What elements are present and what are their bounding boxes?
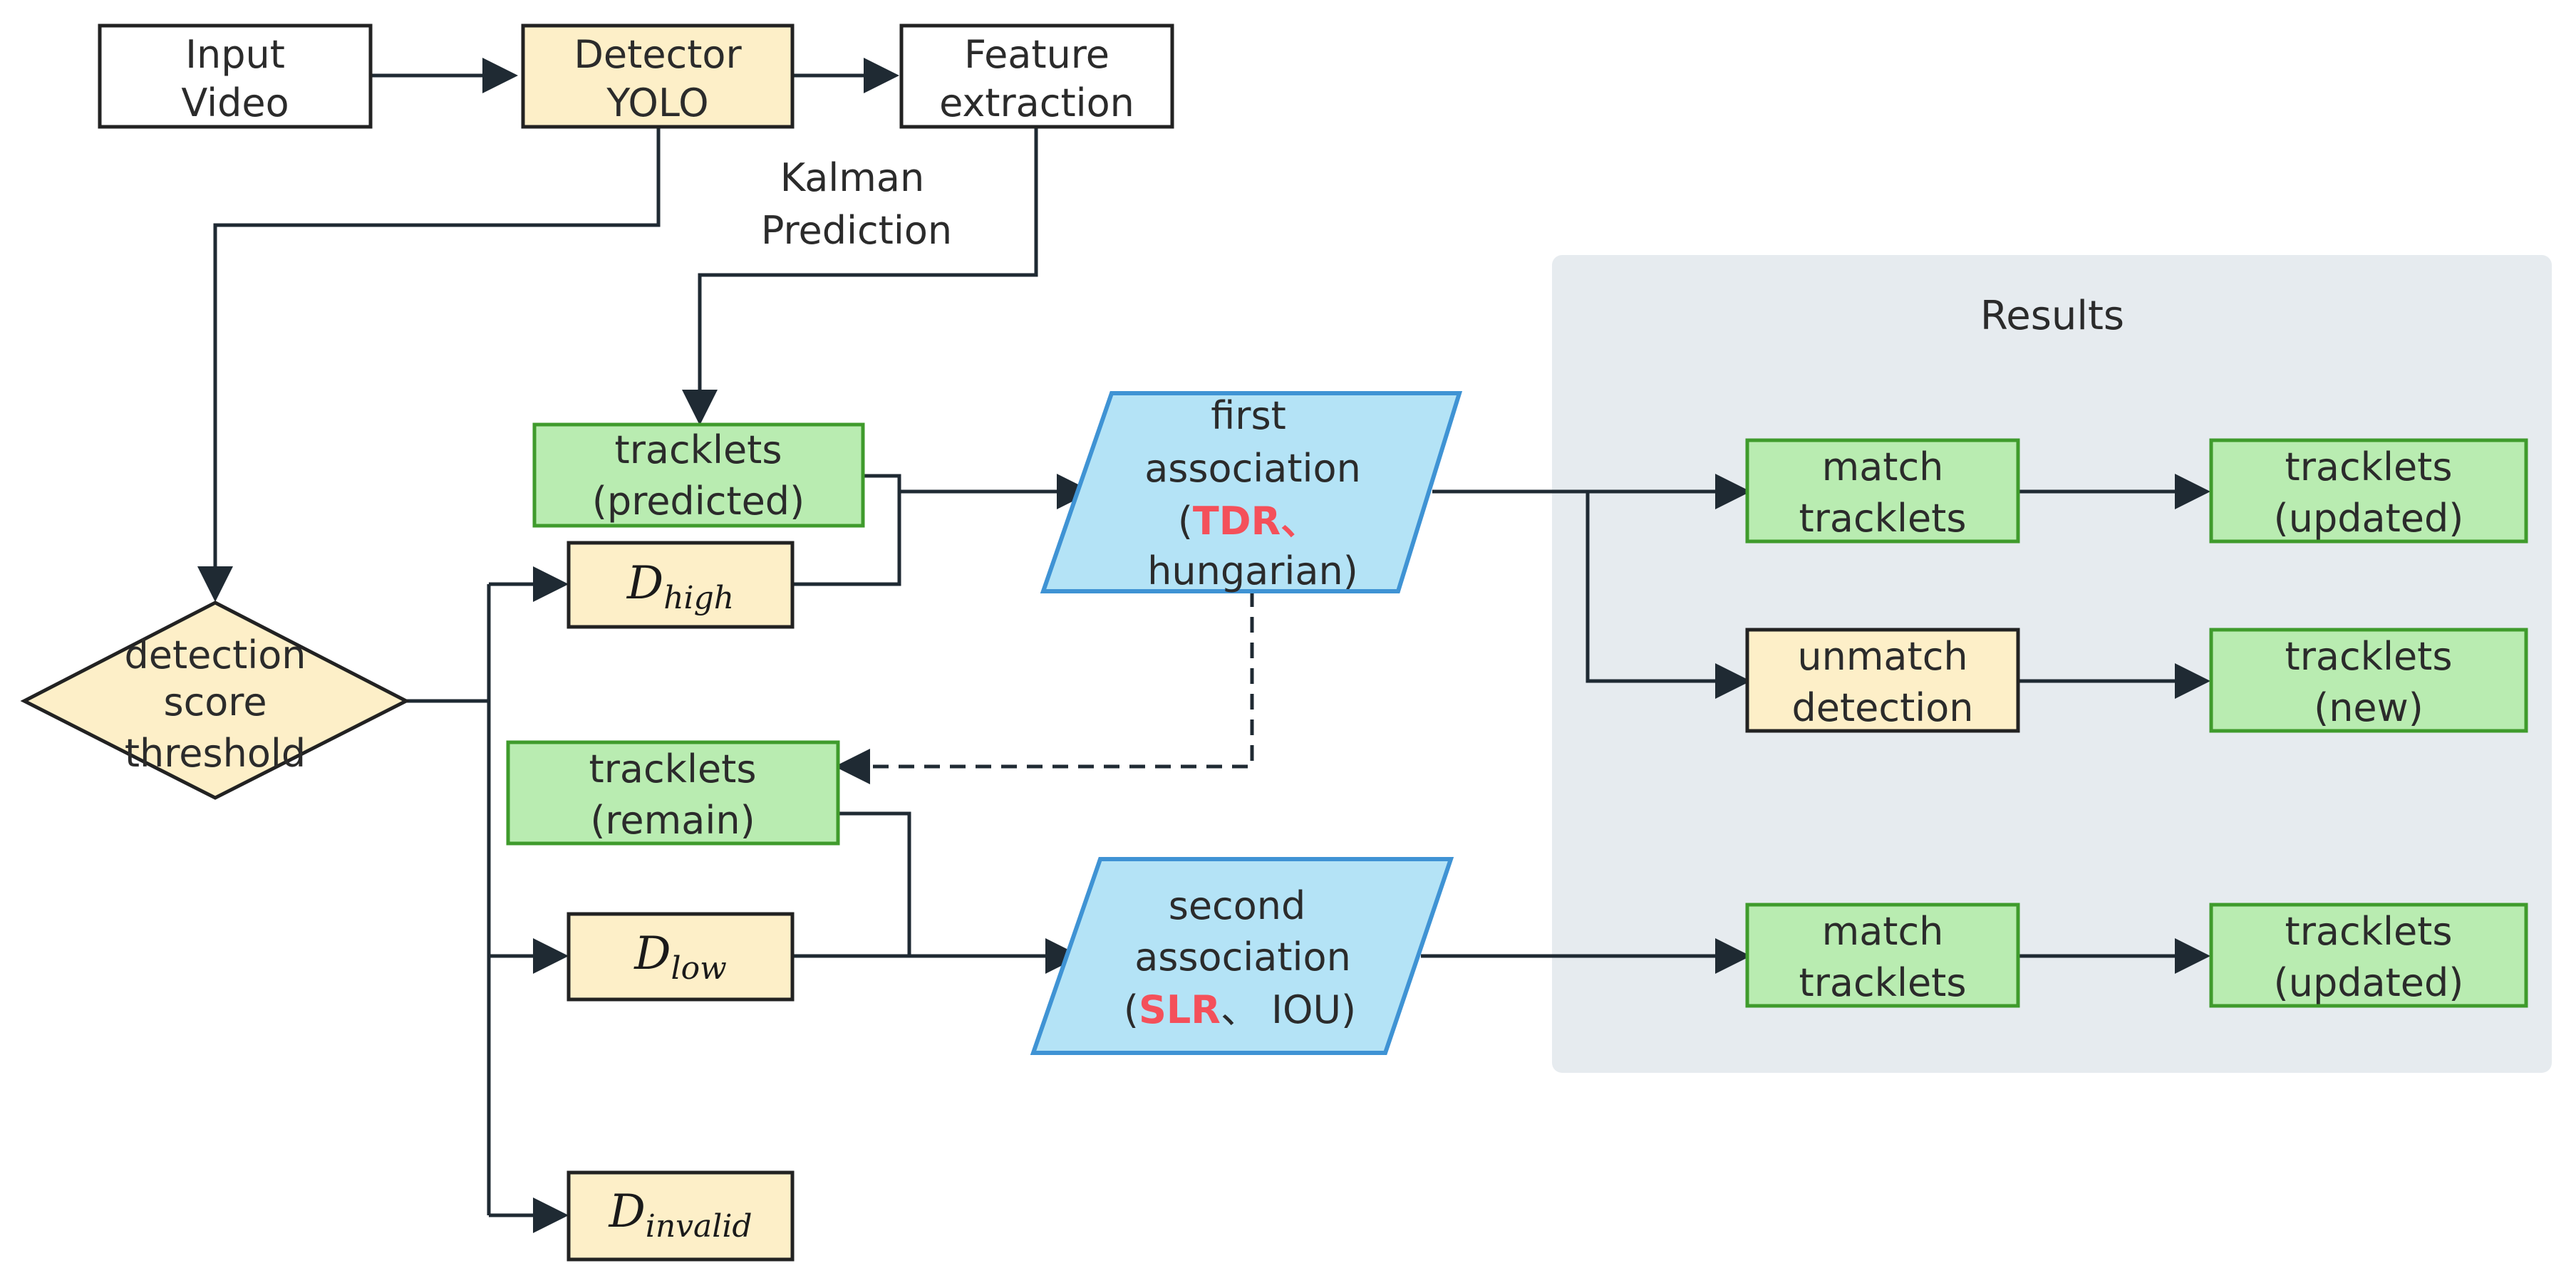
svg-text:tracklets: tracklets <box>2285 909 2453 954</box>
svg-text:hungarian): hungarian) <box>1147 549 1358 593</box>
svg-text:Detector: Detector <box>574 32 742 77</box>
tracklets-updated-node-1: tracklets (updated) <box>2209 438 2528 544</box>
svg-text:match: match <box>1822 909 1944 954</box>
svg-text:tracklets: tracklets <box>1799 960 1967 1005</box>
svg-text:Kalman: Kalman <box>780 155 924 200</box>
svg-text:Feature: Feature <box>964 32 1109 77</box>
svg-text:first: first <box>1211 393 1286 438</box>
svg-text:(TDR、: (TDR、 <box>1178 499 1319 544</box>
d-low-node: Dlow <box>567 912 795 1002</box>
tracklets-updated-node-2: tracklets (updated) <box>2209 903 2528 1008</box>
svg-text:(new): (new) <box>2314 685 2424 730</box>
edge-remain-merge <box>792 811 911 958</box>
first-association-node: first association (TDR、 hungarian) <box>1040 391 1463 593</box>
svg-text:tracklets: tracklets <box>2285 634 2453 679</box>
input-video-node: Input Video <box>98 24 373 129</box>
svg-text:association: association <box>1144 446 1361 491</box>
svg-text:(updated): (updated) <box>2274 496 2464 541</box>
svg-text:(remain): (remain) <box>590 798 755 843</box>
svg-text:tracklets: tracklets <box>1799 496 1967 541</box>
edge-first-remain <box>834 591 1254 784</box>
svg-text:threshold: threshold <box>125 731 306 776</box>
kalman-prediction-label: Kalman Prediction <box>761 155 952 253</box>
detector-yolo-node: Detector YOLO <box>521 24 795 129</box>
results-title: Results <box>1980 293 2124 339</box>
svg-text:(updated): (updated) <box>2274 960 2464 1005</box>
d-invalid-node: Dinvalid <box>567 1170 795 1262</box>
svg-text:extraction: extraction <box>939 80 1134 125</box>
edge-first-unmatch <box>1586 492 1751 699</box>
svg-text:Dinvalid: Dinvalid <box>608 1185 752 1245</box>
edge-feature-tracklets <box>682 128 1038 425</box>
feature-extraction-node: Feature extraction <box>899 24 1174 129</box>
svg-text:(SLR、 IOU): (SLR、 IOU) <box>1124 987 1356 1032</box>
svg-text:Input: Input <box>185 32 285 77</box>
tracklets-predicted-node: tracklets (predicted) <box>532 422 865 528</box>
svg-text:unmatch: unmatch <box>1797 634 1967 679</box>
svg-text:second: second <box>1169 883 1306 928</box>
match-tracklets-node-1: match tracklets <box>1745 438 2020 544</box>
tracklets-new-node: tracklets (new) <box>2209 628 2528 733</box>
svg-text:match: match <box>1822 445 1944 489</box>
edge-detector-threshold <box>197 128 661 602</box>
edge-predicted-merge <box>792 474 901 586</box>
svg-text:tracklets: tracklets <box>589 747 757 791</box>
svg-text:YOLO: YOLO <box>606 80 708 125</box>
tracklets-remain-node: tracklets (remain) <box>506 740 840 846</box>
svg-text:tracklets: tracklets <box>615 427 782 472</box>
second-association-node: second association (SLR、 IOU) <box>1030 857 1454 1055</box>
svg-text:tracklets: tracklets <box>2285 445 2453 489</box>
svg-text:Dhigh: Dhigh <box>626 557 734 616</box>
svg-text:score: score <box>163 680 267 724</box>
unmatch-detection-node: unmatch detection <box>1745 628 2020 733</box>
svg-text:Dlow: Dlow <box>633 928 727 987</box>
svg-text:(predicted): (predicted) <box>592 479 805 524</box>
d-high-node: Dhigh <box>567 541 795 629</box>
threshold-diamond-node: detection score threshold <box>20 601 410 800</box>
svg-text:association: association <box>1134 935 1351 980</box>
svg-text:Video: Video <box>181 80 289 125</box>
match-tracklets-node-2: match tracklets <box>1745 903 2020 1008</box>
svg-text:detection: detection <box>1791 685 1973 730</box>
svg-text:Prediction: Prediction <box>761 208 952 253</box>
svg-text:detection: detection <box>124 633 306 677</box>
